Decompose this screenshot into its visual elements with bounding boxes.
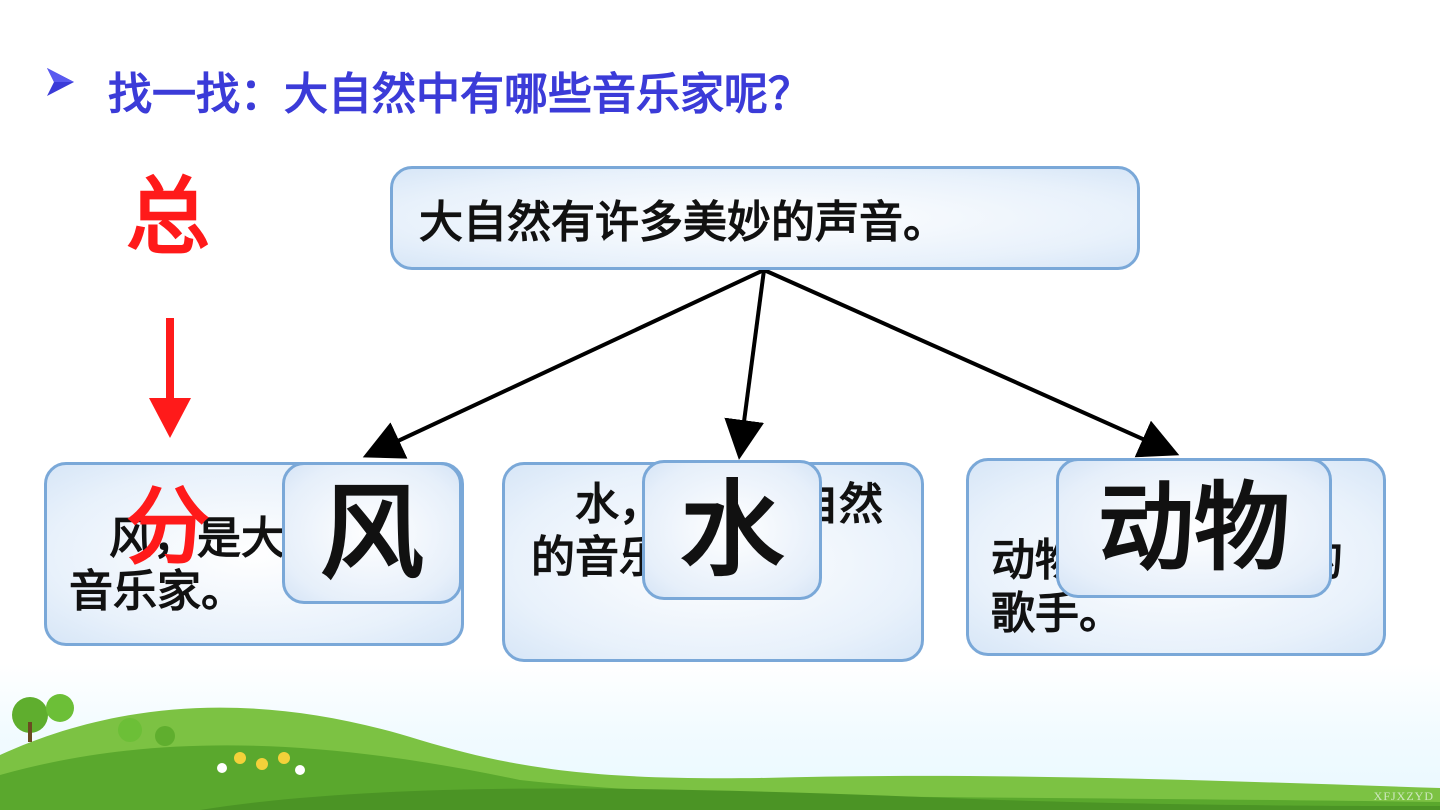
detail-label: 分 <box>125 478 210 576</box>
animal-label: 动物 <box>1098 472 1290 584</box>
animal-label-box[interactable]: 动物 <box>1056 458 1332 598</box>
summary-label: 总 <box>125 168 210 266</box>
main-statement-box: 大自然有许多美妙的声音。 <box>390 166 1140 270</box>
arrowhead-bullet-icon <box>40 62 80 102</box>
watermark: XFJXZYD <box>1373 789 1434 803</box>
main-statement-text: 大自然有许多美妙的声音。 <box>419 197 947 248</box>
down-arrow-icon <box>149 318 191 438</box>
green-hills-decoration <box>0 694 1440 810</box>
page-title: 找一找：大自然中有哪些音乐家呢？ <box>108 69 812 120</box>
wind-label-box[interactable]: 风 <box>282 462 462 604</box>
water-label: 水 <box>679 469 784 591</box>
wind-label: 风 <box>319 472 424 594</box>
water-label-box[interactable]: 水 <box>642 460 822 600</box>
